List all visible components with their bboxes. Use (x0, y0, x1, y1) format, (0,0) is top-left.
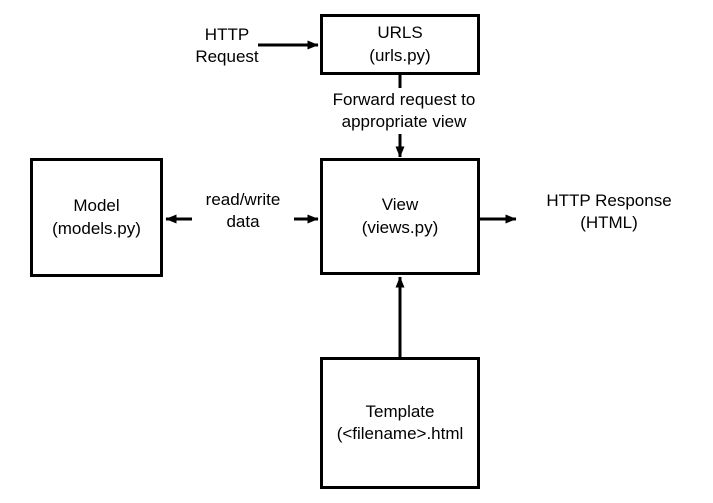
label-http-response-line2: (HTML) (580, 213, 638, 233)
label-http-request-line1: HTTP (204, 25, 250, 44)
node-urls[interactable]: URLS (urls.py) (320, 14, 480, 75)
label-http-request-line2: Request (195, 47, 259, 67)
label-http-response: HTTP Response (HTML) (520, 190, 698, 234)
node-template-subtitle: (<filename>.html (336, 424, 464, 443)
label-readwrite-line1: read/write (205, 190, 281, 209)
node-model[interactable]: Model (models.py) (30, 158, 163, 277)
label-read-write-data: read/write data (192, 188, 294, 235)
node-view-title: View (381, 195, 419, 215)
node-urls-title: URLS (377, 23, 423, 43)
node-model-title: Model (73, 196, 120, 216)
label-http-request: HTTP Request (168, 24, 286, 68)
node-template-title: Template (365, 401, 435, 421)
node-view-subtitle: (views.py) (361, 217, 439, 237)
node-template[interactable]: Template (<filename>.html (320, 357, 480, 489)
node-model-subtitle: (models.py) (52, 218, 141, 238)
label-forward-line1: Forward request to (332, 90, 476, 109)
label-forward-line2: appropriate view (341, 112, 467, 132)
node-urls-subtitle: (urls.py) (369, 45, 431, 65)
label-forward-request: Forward request to appropriate view (312, 88, 496, 135)
node-template-text: Template (<filename>.html (285, 401, 515, 445)
label-http-response-line1: HTTP Response (546, 191, 672, 210)
node-view[interactable]: View (views.py) (320, 158, 480, 275)
label-readwrite-line2: data (226, 212, 260, 232)
